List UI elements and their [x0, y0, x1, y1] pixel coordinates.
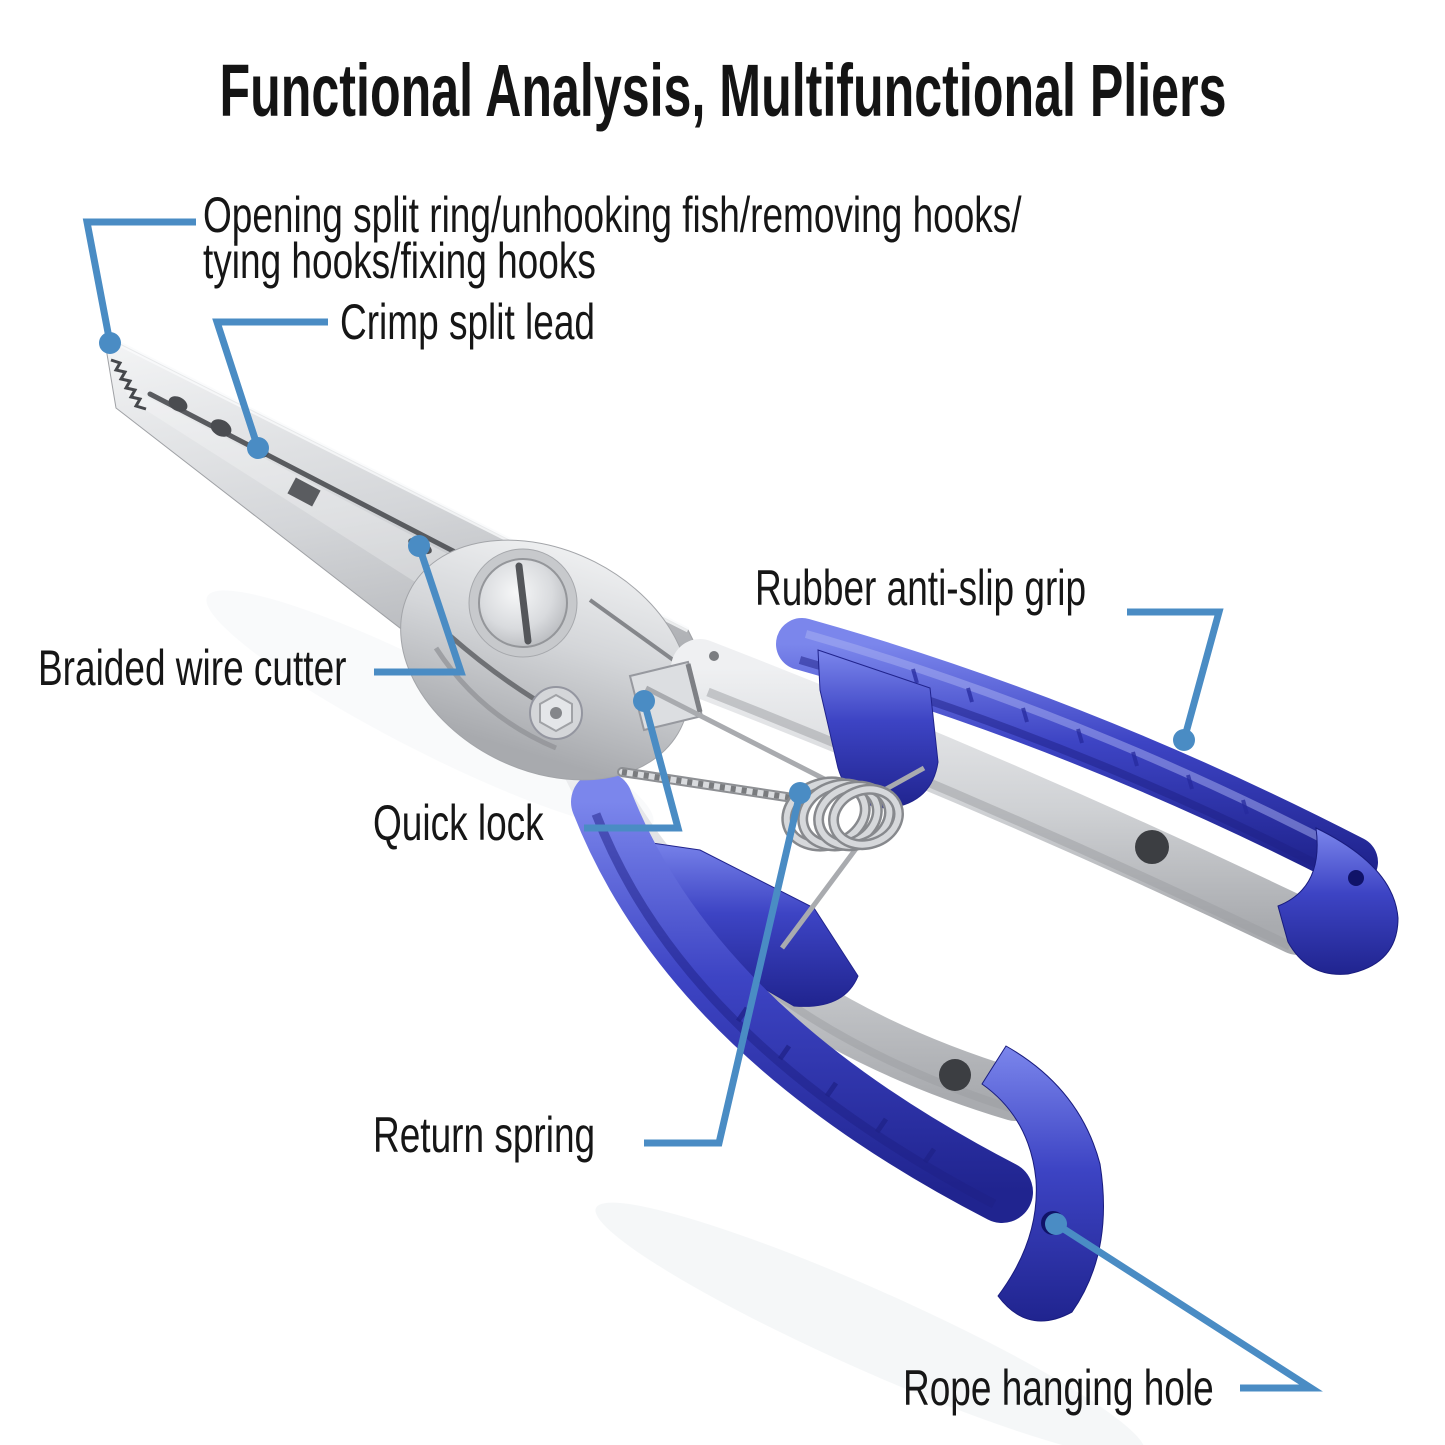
- upper-handle-steel: [671, 639, 1327, 955]
- callout-line-crimp-split-lead: [212, 318, 328, 450]
- page-title: Functional Analysis, Multifunctional Pli…: [220, 49, 1227, 132]
- callout-label-rubber-grip: Rubber anti-slip grip: [755, 560, 1087, 616]
- callout-label-braided-wire-cutter: Braided wire cutter: [38, 640, 347, 696]
- callout-line-opening-split-ring: [82, 218, 196, 344]
- callout-line-return-spring: [644, 792, 804, 1147]
- split-ring-serrations: [110, 358, 147, 411]
- lower-handle-hole: [939, 1059, 971, 1091]
- callout-dots: [99, 332, 1195, 1235]
- rivet-hole: [709, 651, 719, 661]
- callout-line-rubber-grip: [1127, 608, 1224, 741]
- upper-grip-tip: [1277, 827, 1399, 975]
- opening-split-ring-line1: Opening split ring/unhooking fish/removi…: [203, 187, 1022, 243]
- callout-label-return-spring: Return spring: [373, 1107, 596, 1163]
- callout-dot-opening-split-ring: [99, 332, 121, 354]
- callout-dot-rope-hanging-hole: [1045, 1213, 1067, 1235]
- lower-grip-tip: [981, 1045, 1104, 1322]
- upper-grip-ribs: [911, 668, 1249, 815]
- upper-handle-hole: [1135, 830, 1169, 864]
- callout-label-quick-lock: Quick lock: [373, 795, 544, 851]
- spring-coil: [781, 776, 904, 852]
- callout-line-braided-wire-cutter: [374, 544, 466, 676]
- callout-lines: [82, 218, 1323, 1392]
- callout-line-rope-hanging-hole: [1054, 1221, 1323, 1392]
- upper-grip-tip-hole: [1348, 870, 1364, 886]
- callout-dot-crimp-split-lead: [247, 437, 269, 459]
- screw-slot: [515, 562, 532, 645]
- callout-label-opening-split-ring: Opening split ring/unhooking fish/removi…: [203, 187, 1022, 289]
- callout-label-crimp-split-lead: Crimp split lead: [340, 294, 595, 350]
- callout-dot-rubber-grip: [1173, 729, 1195, 751]
- upper-grip: [776, 618, 1399, 975]
- callout-dot-braided-wire-cutter: [408, 535, 430, 557]
- callout-dot-return-spring: [789, 782, 811, 804]
- lower-grip-ribs: [735, 1006, 937, 1164]
- return-spring: [617, 685, 926, 950]
- callout-dot-quick-lock: [633, 690, 655, 712]
- pivot-screw: [468, 548, 578, 658]
- hex-bolt: [529, 686, 583, 740]
- opening-split-ring-line2: tying hooks/fixing hooks: [203, 233, 596, 289]
- callout-line-quick-lock: [584, 700, 683, 832]
- callout-label-rope-hanging-hole: Rope hanging hole: [903, 1360, 1214, 1416]
